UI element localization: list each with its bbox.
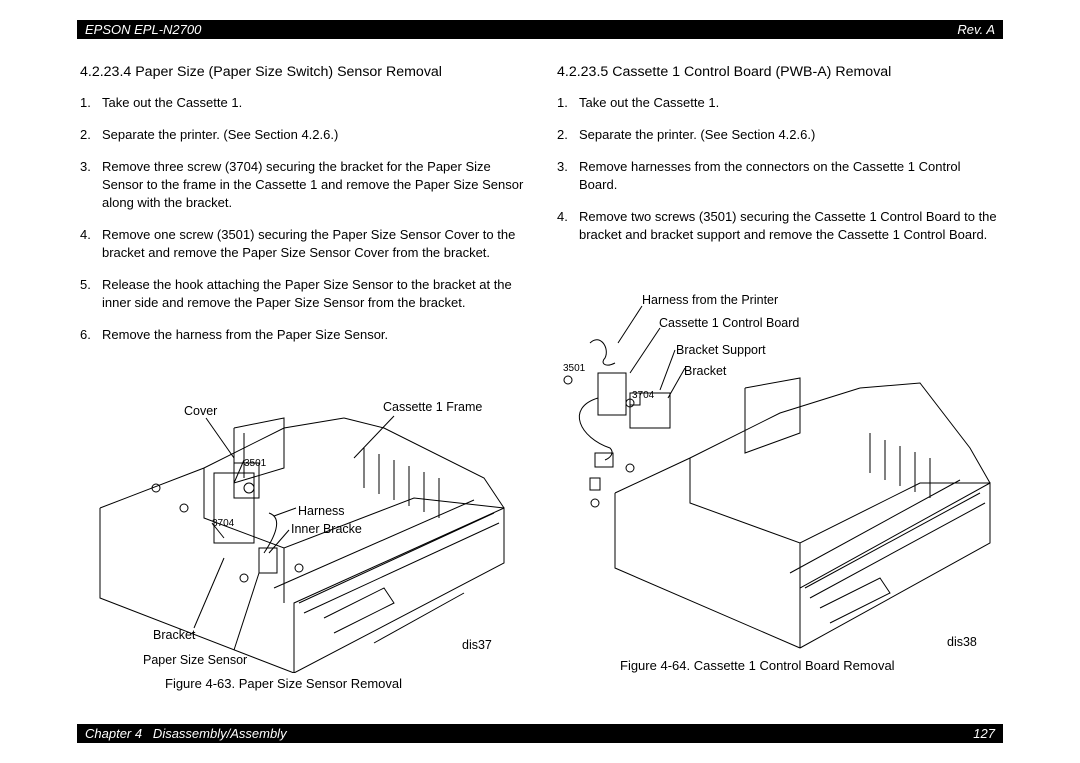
page-number: 127: [973, 726, 995, 741]
label-bracket: Bracket: [153, 628, 196, 642]
step-text: Separate the printer. (See Section 4.2.6…: [102, 127, 339, 142]
right-column: 4.2.23.5 Cassette 1 Control Board (PWB-A…: [557, 64, 997, 258]
label-control-board: Cassette 1 Control Board: [659, 316, 800, 330]
figure-caption-right: Figure 4-64. Cassette 1 Control Board Re…: [620, 658, 895, 673]
step-number: 2.: [557, 127, 568, 142]
step-text: Remove harnesses from the connectors on …: [579, 159, 961, 192]
label-dis37: dis37: [462, 638, 492, 652]
step-text: Take out the Cassette 1.: [579, 95, 720, 110]
step-number: 4.: [80, 227, 91, 242]
step-number: 4.: [557, 209, 568, 224]
step-number: 6.: [80, 327, 91, 342]
step-text: Remove three screw (3704) securing the b…: [102, 159, 524, 210]
label-paper-size-sensor: Paper Size Sensor: [143, 653, 248, 667]
header-revision: Rev. A: [957, 22, 995, 37]
label-harness-printer: Harness from the Printer: [642, 293, 779, 307]
figure-drawing-right: [563, 305, 991, 649]
header-title: EPSON EPL-N2700: [85, 22, 202, 37]
step-text: Remove two screws (3501) securing the Ca…: [579, 209, 997, 242]
label-cover: Cover: [184, 404, 218, 418]
label-screw-3704: 3704: [212, 518, 235, 529]
label-screw-3501: 3501: [244, 458, 267, 469]
list-item: 6. Remove the harness from the Paper Size…: [80, 326, 530, 344]
step-text: Remove the harness from the Paper Size S…: [102, 327, 389, 342]
step-number: 1.: [80, 95, 91, 110]
step-text: Release the hook attaching the Paper Siz…: [102, 277, 512, 310]
list-item: 2. Separate the printer. (See Section 4.2…: [80, 126, 530, 144]
label-screw-3704: 3704: [632, 390, 655, 401]
list-item: 2. Separate the printer. (See Section 4.2…: [557, 126, 997, 144]
figure-caption-left: Figure 4-63. Paper Size Sensor Removal: [165, 676, 403, 691]
step-text: Separate the printer. (See Section 4.2.6…: [579, 127, 816, 142]
right-heading: 4.2.23.5 Cassette 1 Control Board (PWB-A…: [557, 64, 892, 80]
label-cassette-frame: Cassette 1 Frame: [383, 400, 483, 414]
label-bracket: Bracket: [684, 364, 727, 378]
list-item: 3. Remove three screw (3704) securing the…: [80, 158, 530, 212]
list-item: 4. Remove two screws (3501) securing the …: [557, 208, 997, 244]
page-header: EPSON EPL-N2700 Rev. A: [77, 20, 1003, 39]
list-item: 4. Remove one screw (3501) securing the P…: [80, 226, 530, 262]
step-number: 5.: [80, 277, 91, 292]
label-harness: Harness: [298, 504, 345, 518]
figure-control-board: Harness from the Printer Cassette 1 Cont…: [560, 288, 1000, 658]
step-number: 1.: [557, 95, 568, 110]
list-item: 3. Remove harnesses from the connectors o…: [557, 158, 997, 194]
step-number: 3.: [80, 159, 91, 174]
label-screw-3501: 3501: [563, 363, 586, 374]
right-step-list: 1. Take out the Cassette 1. 2. Separate th…: [557, 94, 997, 244]
list-item: 1. Take out the Cassette 1.: [557, 94, 997, 112]
step-number: 3.: [557, 159, 568, 174]
label-inner-bracket: Inner Bracke: [291, 522, 362, 536]
figure-paper-size-sensor: Cover Cassette 1 Frame 3501 Harness 3704…: [84, 388, 534, 673]
step-number: 2.: [80, 127, 91, 142]
footer-chapter: Chapter 4 Disassembly/Assembly: [85, 726, 287, 741]
step-text: Take out the Cassette 1.: [102, 95, 243, 110]
label-bracket-support: Bracket Support: [676, 343, 766, 357]
list-item: 5. Release the hook attaching the Paper S…: [80, 276, 530, 312]
step-text: Remove one screw (3501) securing the Pap…: [102, 227, 516, 260]
page-footer: Chapter 4 Disassembly/Assembly 127: [77, 724, 1003, 743]
left-column: 4.2.23.4 Paper Size (Paper Size Switch) …: [80, 64, 530, 358]
label-dis38: dis38: [947, 635, 977, 649]
left-step-list: 1. Take out the Cassette 1. 2. Separate th…: [80, 94, 530, 344]
list-item: 1. Take out the Cassette 1.: [80, 94, 530, 112]
left-heading: 4.2.23.4 Paper Size (Paper Size Switch) …: [80, 64, 442, 80]
figure-drawing-left: [99, 415, 505, 673]
